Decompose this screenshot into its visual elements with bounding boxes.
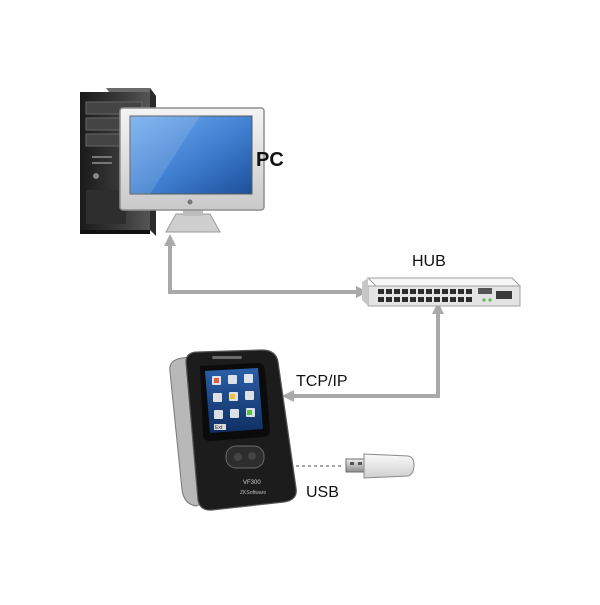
- device-brand-label: ZKSoftware: [240, 490, 266, 496]
- hub-label: HUB: [412, 253, 446, 270]
- device-model-label: VF300: [243, 480, 261, 486]
- network-hub-icon: [362, 277, 522, 307]
- monitor-icon: [119, 107, 265, 233]
- tcp-ip-label: TCP/IP: [296, 373, 348, 390]
- usb-label: USB: [306, 484, 339, 501]
- usb-drive-icon: [345, 453, 415, 479]
- pc-label: PC: [256, 149, 284, 171]
- face-recognition-terminal-icon: Ext VF300 ZKSoftware: [169, 349, 297, 511]
- device-screen-button-label: Ext: [215, 425, 223, 431]
